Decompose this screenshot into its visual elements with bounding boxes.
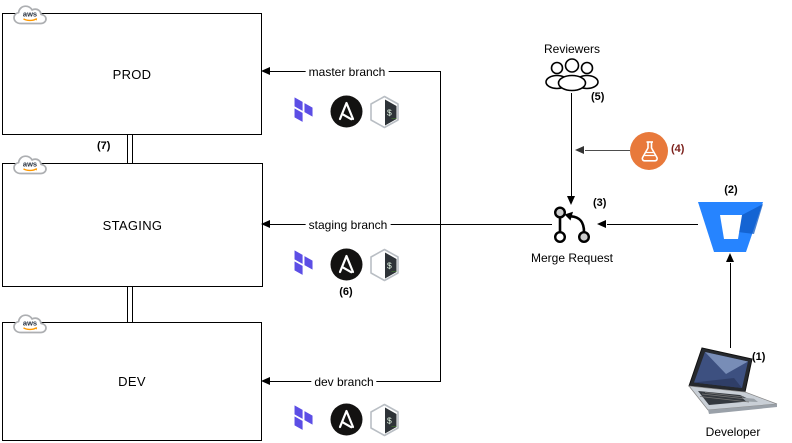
ansible-icon [330, 403, 363, 436]
env-box-dev: DEV [2, 322, 262, 441]
step-5-label: (5) [591, 91, 605, 103]
merge-request-label: Merge Request [530, 251, 614, 265]
bash-underscore-glyph: _ [391, 263, 398, 273]
aws-logo-text: aws [23, 10, 37, 19]
flask-icon [641, 140, 658, 162]
ansible-icon [330, 95, 363, 128]
arrowhead-into-staging [261, 220, 270, 228]
bash-icon: $ _ [370, 403, 399, 437]
env-label-dev: DEV [118, 374, 146, 389]
reviewers-group-icon [545, 58, 599, 92]
developer-laptop-icon [688, 347, 778, 414]
env-label-prod: PROD [112, 66, 152, 82]
env-label-staging: STAGING [102, 217, 163, 233]
developer-to-bitbucket-line [730, 263, 731, 348]
arrowhead-into-prod [261, 67, 270, 75]
bash-underscore-glyph: _ [391, 110, 398, 120]
test-flask-badge [630, 132, 668, 170]
arrowhead-into-merge-top [567, 196, 575, 205]
staging-dev-connector [127, 286, 133, 322]
terraform-icon [294, 97, 313, 122]
arrowhead-into-dev [261, 377, 270, 385]
aws-cloud-icon: aws [13, 314, 47, 334]
aws-logo-text: aws [23, 160, 37, 169]
terraform-icon [294, 250, 313, 275]
arrowhead-into-bitbucket [726, 253, 734, 262]
staging-branch-label: staging branch [305, 218, 391, 232]
prod-staging-connector [127, 134, 133, 163]
env-box-staging: STAGING [2, 163, 263, 287]
step-3-label: (3) [593, 197, 607, 209]
aws-cloud-icon: aws [13, 155, 47, 175]
aws-cloud-icon: aws [13, 5, 47, 25]
step-4-label: (4) [671, 143, 685, 155]
reviewers-to-merge-line [571, 93, 572, 197]
step-1-label: (1) [752, 351, 766, 363]
aws-logo-text: aws [23, 319, 37, 328]
staging-branch-line [270, 224, 552, 225]
bitbucket-icon [698, 202, 763, 252]
env-box-prod: PROD [2, 13, 262, 135]
step-7-label: (7) [97, 140, 111, 152]
bash-dollar-glyph: $ [387, 108, 392, 118]
branch-trunk-line [440, 71, 441, 382]
flask-to-line-connector [585, 150, 630, 151]
dev-branch-label: dev branch [311, 375, 377, 389]
terraform-icon [294, 405, 313, 430]
merge-request-icon [553, 206, 591, 244]
bash-dollar-glyph: $ [387, 416, 392, 426]
bitbucket-to-merge-line [607, 224, 698, 225]
bash-underscore-glyph: _ [391, 418, 398, 428]
bash-icon: $ _ [370, 248, 399, 282]
master-branch-label: master branch [305, 65, 389, 79]
bash-dollar-glyph: $ [387, 261, 392, 271]
arrowhead-flask [575, 146, 584, 154]
developer-label: Developer [705, 425, 761, 439]
bash-icon: $ _ [370, 95, 399, 129]
arrowhead-into-merge-right [597, 220, 606, 228]
reviewers-label: Reviewers [543, 42, 601, 56]
step-2-label: (2) [724, 184, 738, 196]
ansible-icon [330, 248, 363, 281]
step-6-label: (6) [339, 286, 353, 298]
